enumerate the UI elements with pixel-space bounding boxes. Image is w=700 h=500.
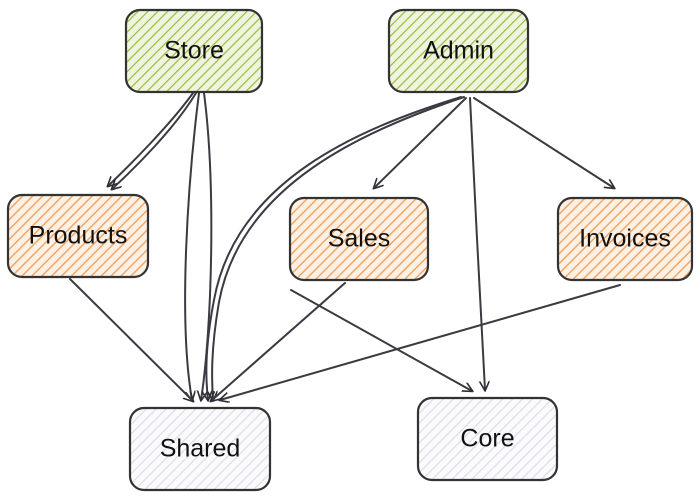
node-box-shared: [128, 406, 272, 492]
node-admin[interactable]: Admin: [387, 8, 530, 94]
edge-sales-shared: [211, 282, 346, 401]
node-core[interactable]: Core: [416, 396, 559, 482]
node-sales[interactable]: Sales: [288, 196, 430, 282]
node-box-admin: [387, 8, 530, 94]
edge-admin-core: [469, 97, 485, 390]
node-box-invoices: [556, 196, 694, 282]
edge-layer: [69, 92, 621, 401]
node-box-products: [6, 193, 150, 279]
edge-store-shared-2: [201, 92, 213, 400]
edge-store-shared: [184, 92, 200, 400]
edge-store-products: [108, 92, 194, 186]
node-invoices[interactable]: Invoices: [556, 196, 694, 282]
edge-invoices-shared: [220, 284, 621, 400]
node-box-sales: [288, 196, 430, 282]
edge-admin-shared: [206, 96, 462, 400]
node-box-store: [124, 8, 264, 94]
edge-admin-shared-2: [212, 96, 465, 400]
edge-store-products-2: [112, 92, 197, 189]
node-label-products: Products: [29, 222, 128, 250]
node-label-shared: Shared: [160, 435, 241, 463]
node-label-core: Core: [460, 425, 514, 453]
edge-products-shared: [69, 278, 193, 401]
node-label-sales: Sales: [328, 225, 391, 253]
edge-admin-invoices: [473, 97, 614, 188]
node-products[interactable]: Products: [6, 193, 150, 279]
node-label-store: Store: [164, 37, 224, 65]
node-store[interactable]: Store: [124, 8, 264, 94]
node-label-invoices: Invoices: [579, 225, 671, 253]
node-box-core: [416, 396, 559, 482]
edge-sales-core: [290, 289, 472, 391]
edge-admin-sales: [374, 97, 467, 188]
node-label-admin: Admin: [423, 37, 494, 65]
node-shared[interactable]: Shared: [128, 406, 272, 492]
